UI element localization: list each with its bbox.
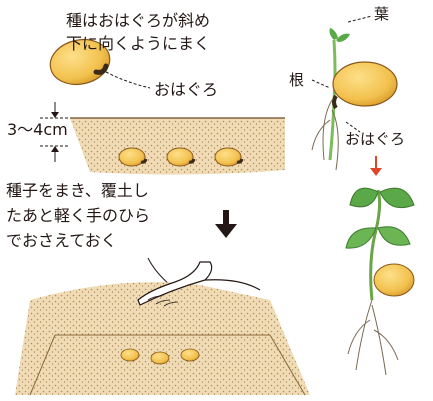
sprout-hilum-label: おはぐろ	[345, 130, 405, 149]
grown-seedling	[346, 188, 414, 375]
seed-direction-text-line2: 下に向くようにまく	[66, 33, 210, 54]
sowing-text-line1: 種子をまき、覆土し	[6, 180, 149, 201]
seed-direction-text-line1: 種はおはぐろが斜め	[66, 10, 210, 31]
leaf-label: 葉	[374, 5, 389, 24]
hand-leader-line	[148, 258, 170, 285]
soil-cross-section	[70, 118, 285, 175]
sowing-text-line3: でおさえておく	[6, 230, 117, 251]
soil-bed	[15, 282, 310, 395]
sowing-text-line2: たあと軽く手のひら	[6, 205, 150, 226]
root-label: 根	[289, 71, 304, 90]
hilum-leader-line	[106, 72, 150, 88]
down-arrow-icon	[215, 210, 237, 238]
growth-arrow-icon	[370, 156, 382, 176]
depth-label: 3〜4cm	[7, 120, 68, 140]
hilum-label: おはぐろ	[154, 80, 218, 100]
